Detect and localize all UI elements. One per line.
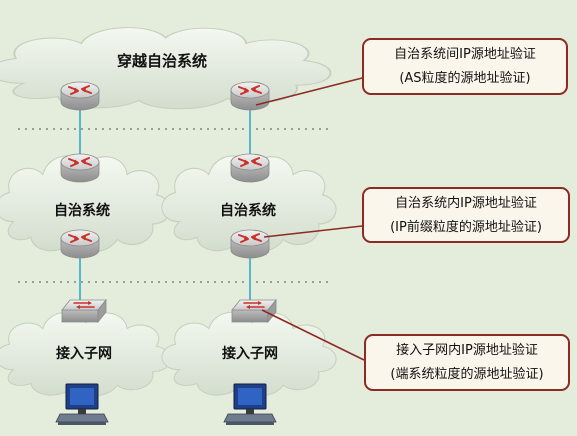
- callout-access-subnet-subtitle: (端系统粒度的源地址验证): [390, 367, 544, 382]
- access-label-right: 接入子网: [222, 345, 278, 362]
- transit-as-cloud: 穿越自治系统: [0, 26, 332, 110]
- as-cloud-left: 自治系统: [0, 155, 171, 253]
- as-label-left: 自治系统: [54, 202, 110, 219]
- callout-inter-as: 自治系统间IP源地址验证 (AS粒度的源地址验证): [362, 38, 568, 95]
- network-links: [79, 104, 251, 302]
- access-label-left: 接入子网: [56, 345, 112, 362]
- as-cloud-right: 自治系统: [161, 155, 337, 253]
- callout-inter-as-subtitle: (AS粒度的源地址验证): [399, 71, 531, 86]
- switch-icon: [61, 299, 107, 323]
- router-icon: [60, 153, 100, 183]
- callout-leader-3: [261, 309, 365, 361]
- router-icon: [230, 81, 270, 111]
- transit-as-label: 穿越自治系统: [117, 52, 207, 70]
- callout-inter-as-title: 自治系统间IP源地址验证: [394, 47, 536, 62]
- router-icon: [60, 81, 100, 111]
- router-icon: [230, 153, 270, 183]
- callout-leader-1: [255, 75, 371, 106]
- callout-leader-2: [263, 225, 363, 238]
- callout-intra-as-subtitle: (IP前缀粒度的源地址验证): [390, 220, 542, 235]
- switch-icon: [231, 299, 277, 323]
- as-label-right: 自治系统: [220, 202, 276, 219]
- callout-leaders: [255, 75, 371, 361]
- callout-intra-as: 自治系统内IP源地址验证 (IP前缀粒度的源地址验证): [362, 187, 570, 243]
- access-cloud-right: 接入子网: [161, 311, 337, 397]
- callout-access-subnet: 接入子网内IP源地址验证 (端系统粒度的源地址验证): [364, 334, 570, 391]
- router-icon: [230, 229, 270, 259]
- callout-intra-as-title: 自治系统内IP源地址验证: [395, 196, 537, 211]
- router-icon: [60, 229, 100, 259]
- access-cloud-left: 接入子网: [0, 311, 171, 397]
- callout-access-subnet-title: 接入子网内IP源地址验证: [396, 343, 538, 358]
